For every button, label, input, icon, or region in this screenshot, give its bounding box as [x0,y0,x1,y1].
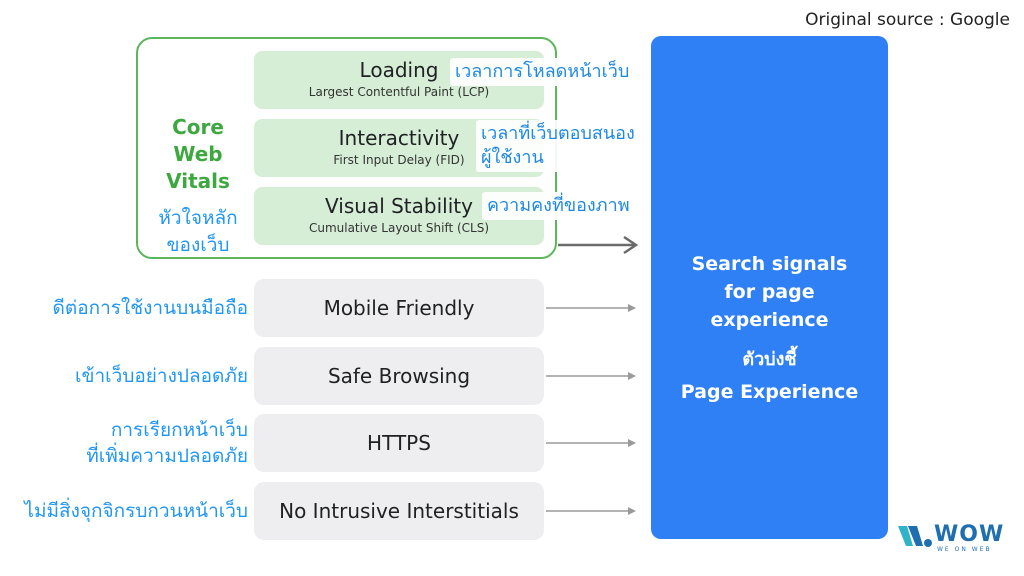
signal-mobile-friendly: Mobile Friendly [254,279,544,337]
signal-label-interstitials: ไม่มีสิ่งจุกจิกรบกวนหน้าเว็บ [24,498,248,524]
cwv-thai-line: หัวใจหลัก [158,207,238,229]
panel-line: Search signals [691,253,848,275]
core-web-vitals-thai: หัวใจหลัก ของเว็บ [150,205,246,259]
metric-sub: Cumulative Layout Shift (CLS) [308,221,490,235]
metric-name: Interactivity [338,126,460,150]
signal-label-safe: เข้าเว็บอย่างปลอดภัย [75,363,248,389]
callout-line: เวลาการโหลดหน้าเว็บ [455,61,630,82]
page-experience-panel [651,36,888,539]
cwv-thai-line: ของเว็บ [166,234,230,256]
panel-line: experience [710,309,829,331]
callout-loading: เวลาการโหลดหน้าเว็บ [450,58,635,86]
signal-label-line: ไม่มีสิ่งจุกจิกรบกวนหน้าเว็บ [24,500,248,522]
metric-sub: Largest Contentful Paint (LCP) [308,85,490,99]
signal-safe-browsing: Safe Browsing [254,347,544,405]
arrow-interstitials [546,507,636,515]
callout-line: เวลาที่เว็บตอบสนอง [481,123,635,144]
metric-visual-stability: Visual Stability Cumulative Layout Shift… [254,187,544,245]
panel-english: Search signals for page experience [651,250,888,334]
metric-sub: First Input Delay (FID) [333,153,465,167]
cwv-title-line: Web [173,142,223,166]
panel-line: for page [724,281,815,303]
signal-label-line: ที่เพิ่มความปลอดภัย [86,445,248,467]
arrow-https [546,439,636,447]
callout-line: ผู้ใช้งาน [481,147,544,168]
signal-no-intrusive-interstitials: No Intrusive Interstitials [254,482,544,540]
cwv-title-line: Vitals [166,169,230,193]
signal-name: Mobile Friendly [323,296,475,320]
arrow-safe [546,372,636,380]
logo-tagline: WE ON WEB [937,546,992,553]
arrow-mobile [546,304,636,312]
signal-label-line: ดีต่อการใช้งานบนมือถือ [52,297,248,319]
signal-label-mobile: ดีต่อการใช้งานบนมือถือ [53,295,248,321]
callout-visual-stability: ความคงที่ของภาพ [482,192,635,220]
signal-label-line: การเรียกหน้าเว็บ [110,419,248,441]
arrow-core-web-vitals [558,235,639,255]
core-web-vitals-title: Core Web Vitals [150,114,246,195]
panel-page-experience: Page Experience [680,381,859,403]
signal-name: No Intrusive Interstitials [279,499,519,523]
cwv-title-line: Core [172,115,224,139]
callout-line: ความคงที่ของภาพ [487,195,630,216]
logo-wordmark: WOW [934,522,1005,547]
signal-label-line: เข้าเว็บอย่างปลอดภัย [75,365,248,387]
signal-name: Safe Browsing [327,364,471,388]
wow-logo-icon [898,526,932,547]
metric-name: Loading [359,58,439,82]
metric-name: Visual Stability [325,194,473,218]
callout-interactivity: เวลาที่เว็บตอบสนอง ผู้ใช้งาน [476,120,640,172]
source-credit: Original source : Google [805,10,1010,30]
signal-name: HTTPS [367,431,431,455]
panel-thai: ตัวบ่งชี้ [742,349,797,370]
signal-label-https: การเรียกหน้าเว็บ ที่เพิ่มความปลอดภัย [86,417,248,469]
signal-https: HTTPS [254,414,544,472]
